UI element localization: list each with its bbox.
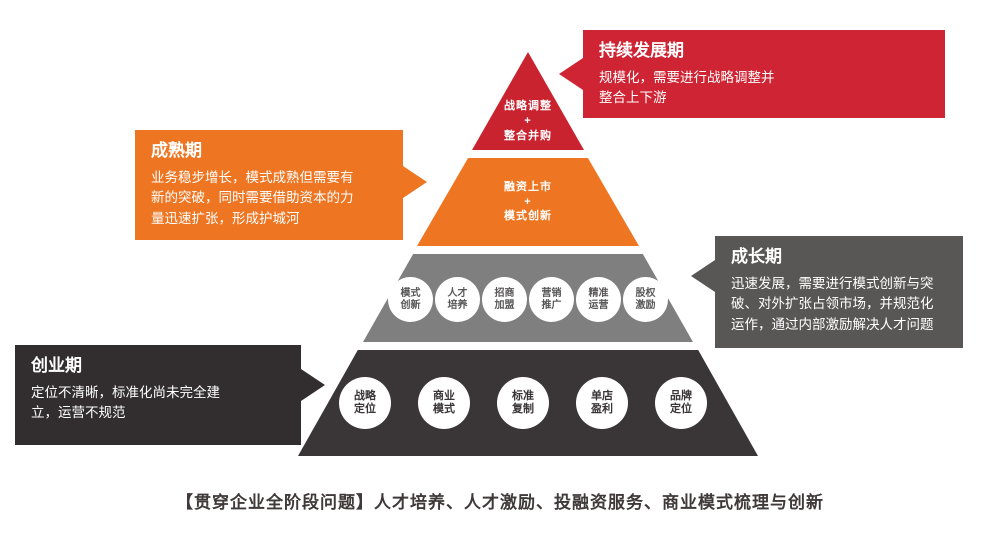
callout-sustain-body: 规模化，需要进行战略调整并 整合上下游 — [599, 70, 775, 106]
callout-startup-title: 创业期 — [31, 356, 82, 375]
stage-circle: 标准 复制 — [497, 377, 549, 429]
callout-sustain-pointer-icon — [559, 58, 583, 90]
stage-circle: 营销 推广 — [529, 277, 574, 322]
callout-startup-pointer-icon — [301, 369, 325, 401]
pyramid-level-mature: 融资上市 + 模式创新 — [417, 158, 639, 246]
stage-circle: 模式 创新 — [388, 277, 433, 322]
stage-circle: 商业 模式 — [418, 377, 470, 429]
callout-growth-title: 成长期 — [731, 247, 782, 266]
startup-circle-row: 战略 定位 商业 模式 标准 复制 单店 盈利 品牌 定位 — [339, 377, 707, 429]
callout-mature-body: 业务稳步增长，模式成熟但需要有 新的突破，同时需要借助资本的力 量迅速扩张，形成… — [151, 170, 354, 226]
callout-mature: 成熟期 业务稳步增长，模式成熟但需要有 新的突破，同时需要借助资本的力 量迅速扩… — [135, 130, 427, 240]
pyramid-level-mature-label: 融资上市 + 模式创新 — [504, 180, 552, 223]
callout-growth: 成长期 迅速发展，需要进行模式创新与突 破、对外扩张占领市场，并规范化 运作，通… — [691, 236, 963, 348]
footer-note: 【贯穿企业全阶段问题】人才培养、人才激励、投融资服务、商业模式梳理与创新 — [176, 493, 824, 512]
callout-growth-body: 迅速发展，需要进行模式创新与突 破、对外扩张占领市场，并规范化 运作，通过内部激… — [731, 276, 934, 332]
stage-circle: 单店 盈利 — [576, 377, 628, 429]
pyramid-level-sustain-label: 战略调整 + 整合并购 — [504, 100, 552, 143]
stage-circle: 招商 加盟 — [482, 277, 527, 322]
callout-sustain: 持续发展期 规模化，需要进行战略调整并 整合上下游 — [559, 30, 945, 118]
stage-circle: 品牌 定位 — [655, 377, 707, 429]
stage-circle: 人才 培养 — [435, 277, 480, 322]
callout-startup: 创业期 定位不清晰，标准化尚未完全建 立，运营不规范 — [15, 345, 325, 445]
stage-circle: 股权 激励 — [623, 277, 668, 322]
callout-mature-title: 成熟期 — [151, 141, 202, 160]
growth-circle-row: 模式 创新 人才 培养 招商 加盟 营销 推广 精准 运营 股权 激励 — [388, 277, 668, 322]
callout-startup-body: 定位不清晰，标准化尚未完全建 立，运营不规范 — [31, 385, 220, 421]
callout-mature-pointer-icon — [403, 166, 427, 198]
callout-sustain-title: 持续发展期 — [599, 41, 684, 60]
stage-circle: 精准 运营 — [576, 277, 621, 322]
stage-circle: 战略 定位 — [339, 377, 391, 429]
callout-growth-pointer-icon — [691, 260, 715, 292]
